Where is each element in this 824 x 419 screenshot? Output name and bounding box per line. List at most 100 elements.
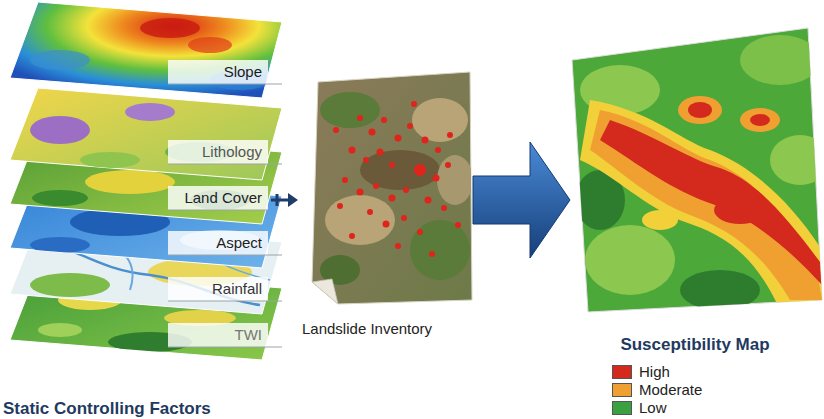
node-title: Landslide Inventory xyxy=(302,320,473,338)
slope-layer-part xyxy=(10,2,282,98)
map-box: Susceptibility Map xyxy=(570,25,820,355)
inventory-map-part-part xyxy=(357,189,364,196)
flow-arrow-body xyxy=(473,142,570,258)
layer-tabs-part xyxy=(168,231,268,255)
lithology-layer xyxy=(10,88,282,180)
inventory-map-part-part xyxy=(455,222,461,228)
inventory-map-part-part xyxy=(360,150,440,190)
inventory-map xyxy=(312,72,473,304)
inventory-map-part-part xyxy=(363,157,369,163)
lithology-layer-part-part xyxy=(80,152,140,168)
factor-stack: Static Controlling Factors xyxy=(0,0,270,419)
inventory-map-part-part xyxy=(403,187,409,193)
layer-tabs-part xyxy=(168,164,282,165)
inventory-map-part-part xyxy=(437,155,473,205)
inventory-map-part-part xyxy=(411,101,417,107)
susceptibility-map xyxy=(572,28,824,312)
plus-symbol xyxy=(271,194,283,206)
land-cover-layer-part-part xyxy=(85,170,175,194)
susceptibility-map-part-part xyxy=(590,110,822,300)
inventory-map-part-part xyxy=(407,123,413,129)
layer-label: Lithology xyxy=(168,142,262,162)
inventory-map-part-part xyxy=(435,147,441,153)
flow-arrow xyxy=(473,142,570,258)
susceptibility-map-part-part xyxy=(580,100,822,310)
layer-tabs-part xyxy=(168,60,268,84)
susceptibility-map-part-part xyxy=(714,196,766,224)
legend-row: High xyxy=(612,363,670,380)
susceptibility-map-part-part xyxy=(750,114,770,126)
layer-tabs-part xyxy=(168,140,268,164)
susceptibility-map-part-part xyxy=(740,35,820,85)
susceptibility-map-part-part xyxy=(678,96,722,124)
susceptibility-map-part-part xyxy=(688,102,712,118)
legend-row: Low xyxy=(612,399,667,416)
layer-tabs-part xyxy=(168,186,268,210)
inventory-map-part-part xyxy=(383,221,390,228)
inventory-box: Landslide Inventory xyxy=(298,70,473,338)
inventory-map-part-part xyxy=(395,135,402,142)
layer-label: Rainfall xyxy=(168,279,262,299)
inventory-map-part-part xyxy=(369,129,376,136)
slope-layer-part-part xyxy=(30,50,90,70)
inventory-map-part xyxy=(312,279,338,304)
susceptibility-map-part-part xyxy=(680,270,760,310)
inventory-map-part-part xyxy=(422,137,429,144)
inventory-map-part-part xyxy=(429,251,435,257)
inventory-map-part-part xyxy=(412,98,468,142)
slope-layer-part-part xyxy=(188,37,232,53)
inventory-map-part-part xyxy=(389,162,395,168)
susceptibility-map-part-part xyxy=(600,120,822,285)
inventory-map-part-part xyxy=(320,92,380,128)
arrowhead xyxy=(288,193,298,207)
aspect-layer-part-part xyxy=(30,237,90,253)
node-title: Susceptibility Map xyxy=(570,335,820,355)
inventory-map-part-part xyxy=(410,220,470,280)
inventory-map-part-part xyxy=(325,195,395,245)
legend-label: Moderate xyxy=(639,381,702,398)
layer-label: Slope xyxy=(168,62,262,82)
node-title: Static Controlling Factors xyxy=(3,399,270,419)
inventory-map-part-part xyxy=(357,115,363,121)
layer-tabs-part xyxy=(168,255,282,256)
inventory-map-part-part xyxy=(395,243,401,249)
inventory-map-part-part xyxy=(433,175,440,182)
inventory-map-part-part xyxy=(401,215,407,221)
inventory-map-part xyxy=(333,101,461,257)
layer-tabs-part xyxy=(168,277,268,301)
twi-layer-part-part xyxy=(38,323,82,337)
slope-layer-part xyxy=(30,18,270,90)
inventory-map-part-part xyxy=(333,127,339,133)
inventory-map-part-part xyxy=(414,164,426,176)
inventory-map-part-part xyxy=(367,209,373,215)
susceptibility-map-part-part xyxy=(585,225,675,295)
inventory-map-part xyxy=(312,72,472,304)
lithology-layer-part-part xyxy=(125,103,175,121)
lithology-layer-part-part xyxy=(30,116,90,144)
layer-label: Aspect xyxy=(168,233,262,253)
inventory-map-part-part xyxy=(425,197,432,204)
layer-tabs-part xyxy=(168,301,282,302)
inventory-map-part-part xyxy=(373,183,379,189)
lithology-layer-part xyxy=(10,88,282,180)
layer-tabs-part xyxy=(168,347,282,348)
rainfall-layer-part-part xyxy=(30,273,110,297)
susceptibility-map-part-part xyxy=(770,135,824,185)
layer-tabs-part xyxy=(168,84,282,85)
inventory-map-part-part xyxy=(417,229,423,235)
inventory-map-part xyxy=(320,92,473,285)
inventory-map-part-part xyxy=(389,195,396,202)
flow-arrow xyxy=(271,193,298,207)
legend-row: Moderate xyxy=(612,381,702,398)
inventory-map-part-part xyxy=(349,233,355,239)
legend-swatch xyxy=(612,383,632,397)
slope-layer-part-part xyxy=(140,18,200,38)
inventory-map-part-part xyxy=(381,117,387,123)
legend-swatch xyxy=(612,401,632,415)
legend-label: High xyxy=(639,363,670,380)
slope-layer xyxy=(10,2,282,98)
